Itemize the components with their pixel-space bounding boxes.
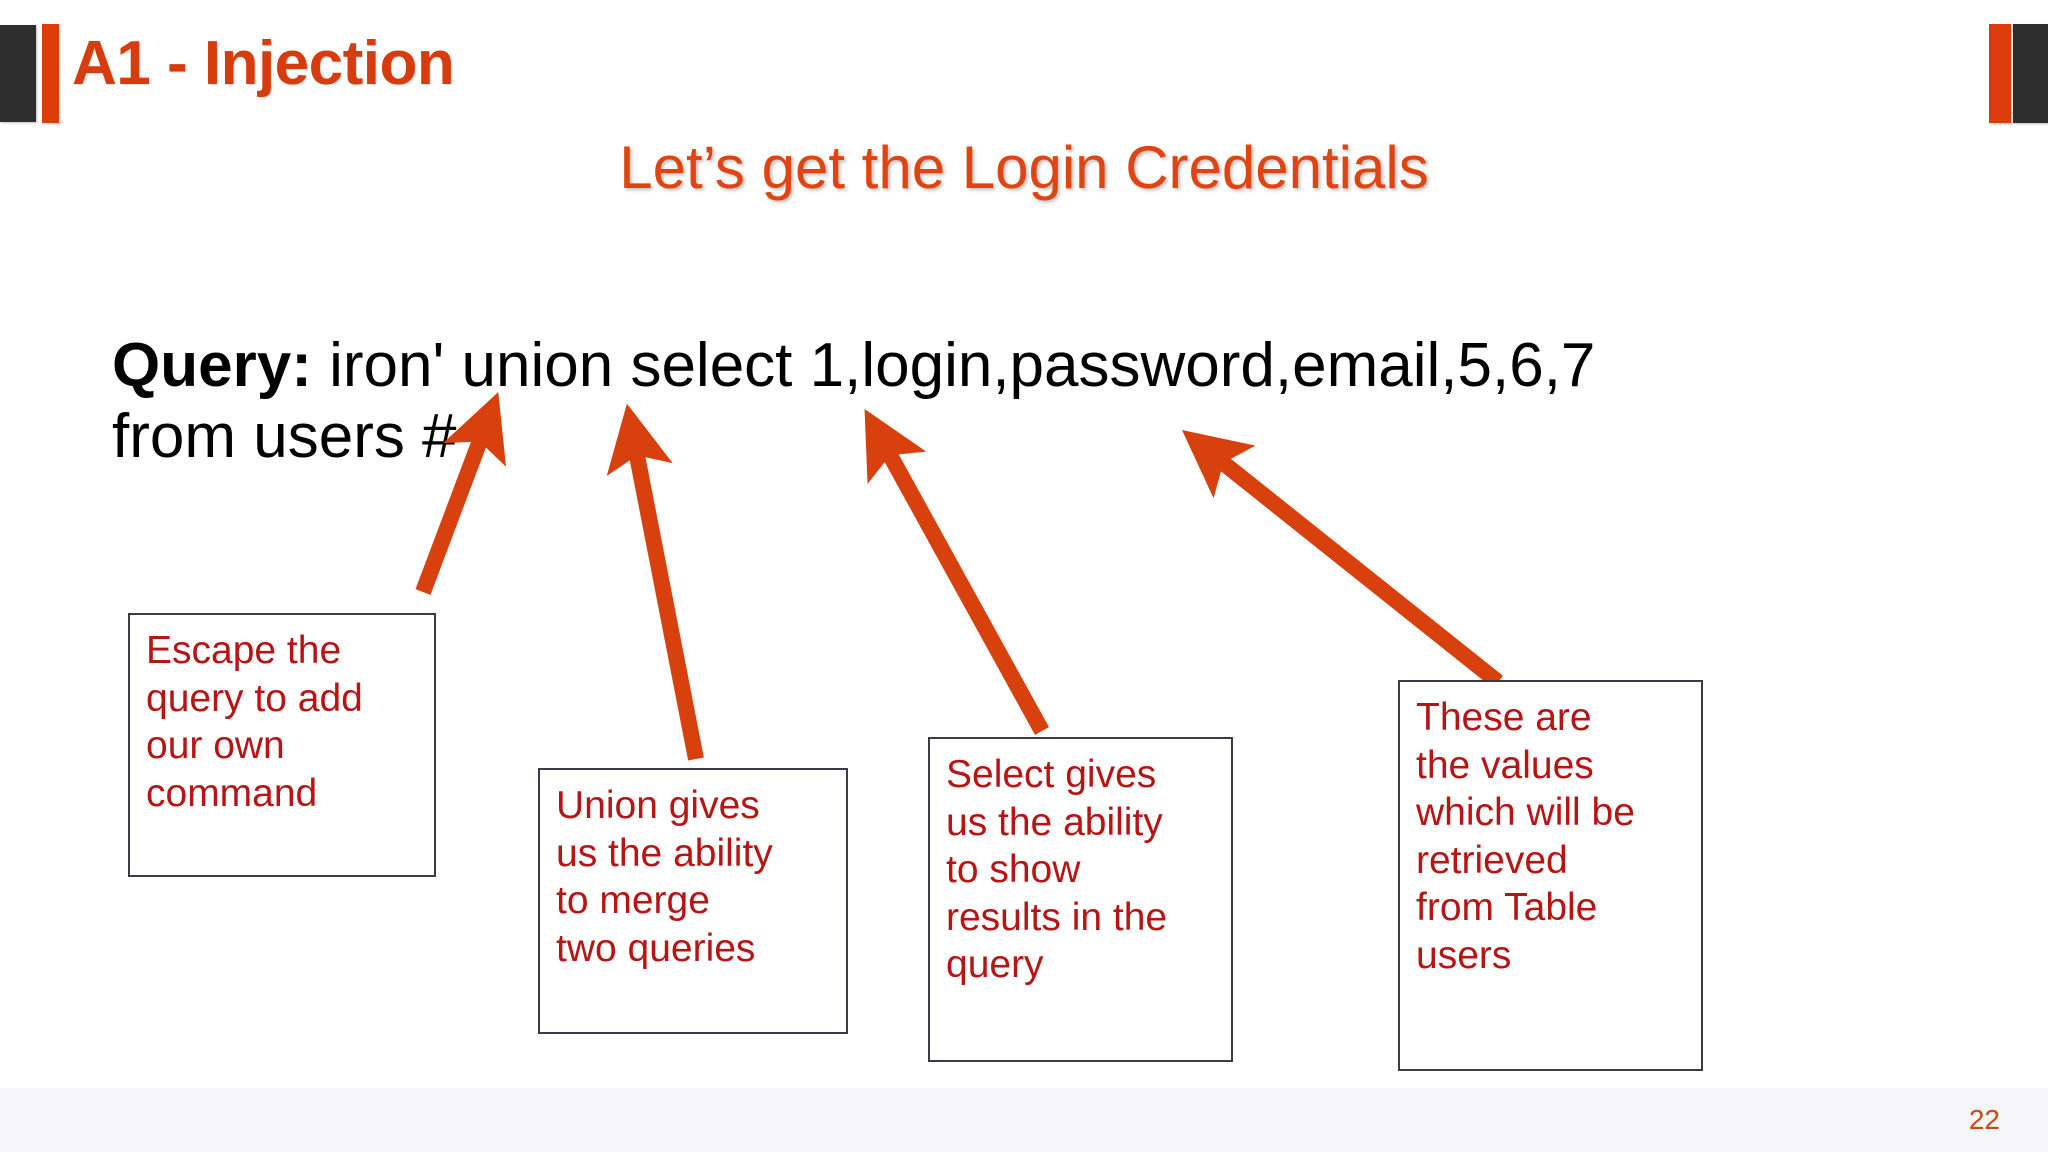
callout-line: query (946, 943, 1044, 987)
footer-band (0, 1088, 2048, 1152)
header-orange-bar-left (42, 24, 59, 123)
callout-line: users (1416, 933, 1512, 977)
callout-box-escape: Escape the query to add our own command (128, 613, 436, 877)
callout-box-union: Union gives us the ability to merge two … (538, 768, 848, 1034)
callout-box-select: Select gives us the ability to show resu… (928, 737, 1233, 1062)
header-dark-bar-left (0, 25, 36, 122)
page-title: A1 - Injection (72, 29, 455, 98)
callout-box-values: These are the values which will be retri… (1398, 680, 1703, 1071)
callout-line: query to add (146, 676, 363, 720)
callout-line: our own (146, 724, 285, 768)
callout-line: results in the (946, 895, 1168, 939)
callout-line: the values (1416, 743, 1594, 787)
callout-line: to show (946, 848, 1081, 892)
callout-line: two queries (556, 926, 756, 970)
arrow-to-union-keyword (606, 403, 704, 761)
callout-line: which will be (1416, 791, 1635, 835)
page-number: 22 (1968, 1104, 2000, 1135)
query-text-line2: from users # (112, 402, 457, 472)
query-text-line1: iron' union select 1,login,password,emai… (311, 331, 1596, 400)
query-label: Query: (112, 331, 312, 400)
header-orange-bar-right (1989, 24, 2011, 123)
query-statement: Query: iron' union select 1,login,passwo… (112, 330, 1872, 473)
callout-line: to merge (556, 879, 710, 923)
header-dark-bar-right (2013, 24, 2048, 123)
arrow-to-column-values (1181, 430, 1503, 689)
callout-line: command (146, 771, 318, 815)
arrow-to-select-keyword (864, 408, 1050, 735)
callout-line: Escape the (146, 629, 342, 672)
slide-subtitle: Let’s get the Login Credentials (619, 134, 1429, 201)
callout-line: Select gives (946, 753, 1157, 796)
callout-line: Union gives (556, 784, 760, 827)
callout-line: us the ability (556, 831, 773, 875)
callout-line: us the ability (946, 800, 1163, 844)
callout-line: These are (1416, 696, 1592, 739)
callout-line: from Table (1416, 886, 1598, 930)
callout-line: retrieved (1416, 838, 1568, 882)
